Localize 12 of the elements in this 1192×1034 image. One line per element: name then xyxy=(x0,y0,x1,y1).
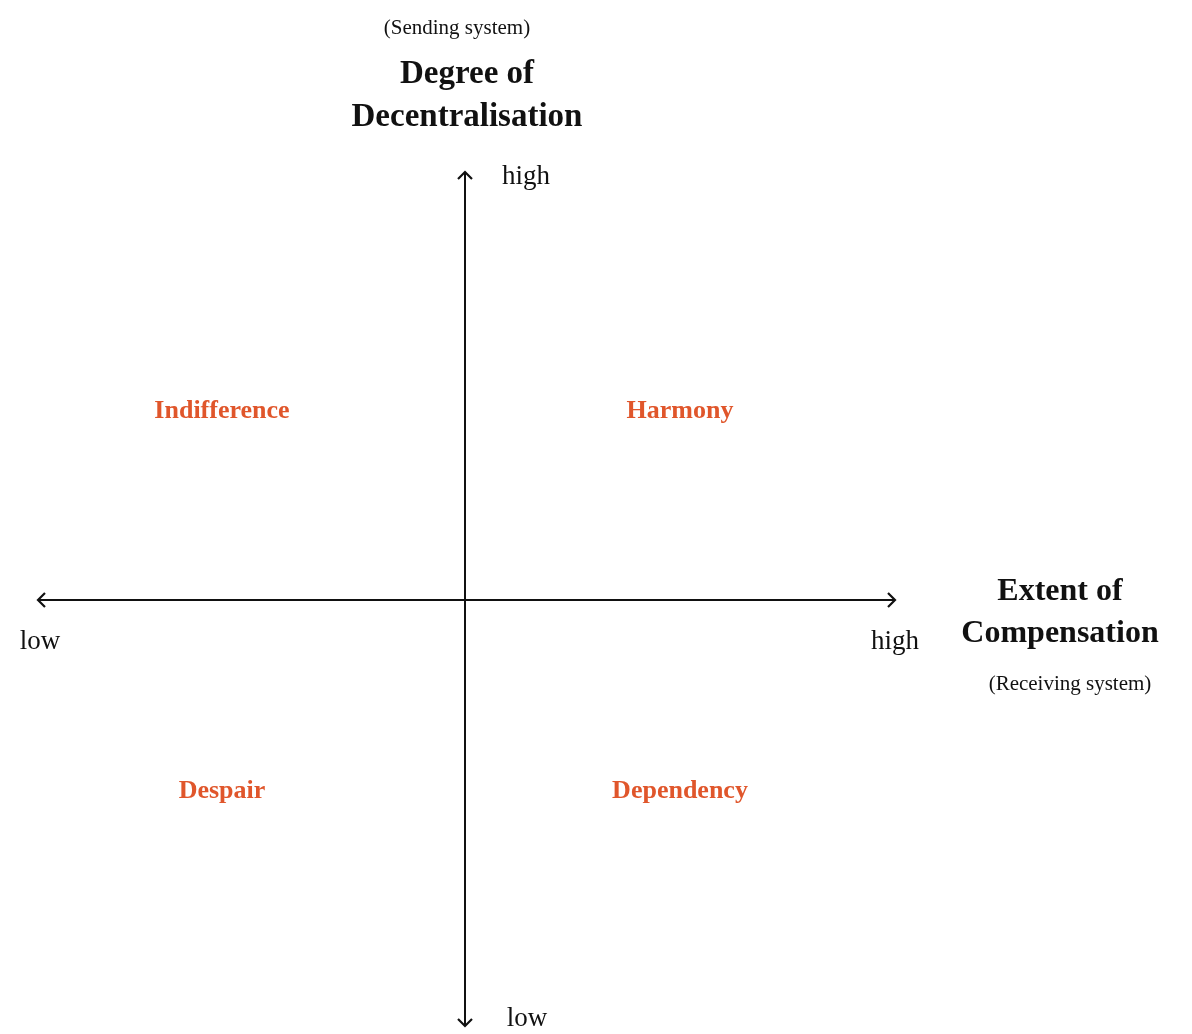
axis-caption: (Sending system) xyxy=(383,14,531,42)
quadrant-label: Dependency xyxy=(612,774,748,807)
axis-tick-label: low xyxy=(19,624,61,658)
axis-title: Degree of Decentralisation xyxy=(350,53,584,135)
axis-tick-label: low xyxy=(506,1001,548,1034)
axis-caption: (Receiving system) xyxy=(988,670,1152,698)
quadrant-label: Despair xyxy=(178,774,266,807)
quadrant-label: Harmony xyxy=(626,394,734,427)
quadrant-label: Indifference xyxy=(154,394,290,427)
axis-tick-label: high xyxy=(871,624,919,658)
axis-tick-label: high xyxy=(502,159,550,193)
axis-title: Extent of Compensation xyxy=(960,570,1160,651)
